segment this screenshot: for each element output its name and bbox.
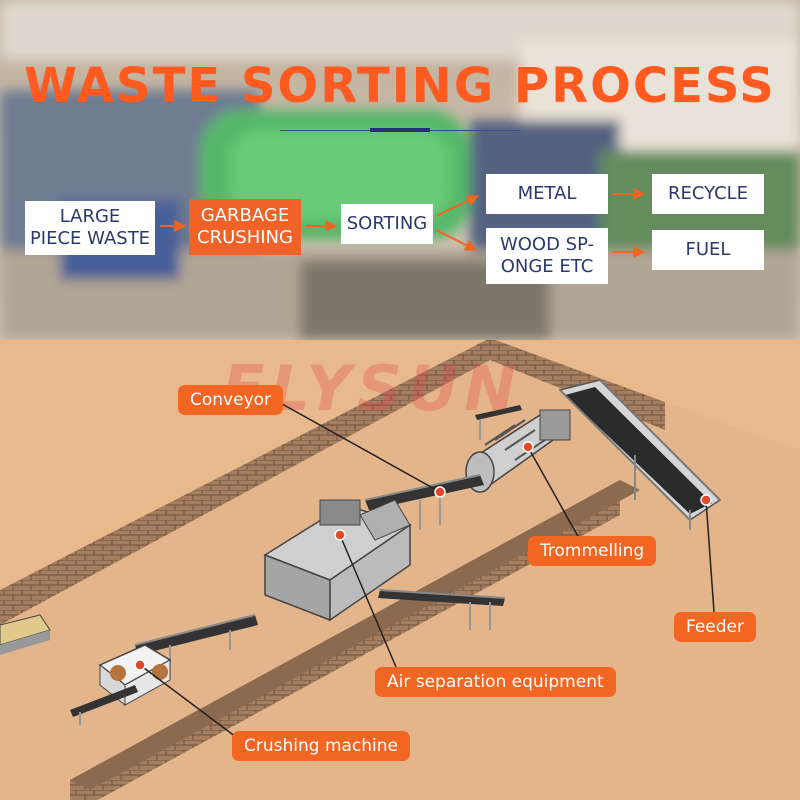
title-underline-accent [370,128,430,132]
flow-box-recycle: RECYCLE [652,174,764,214]
label-trommelling: Trommelling [528,536,657,566]
arrow-sorting-to-wood [435,229,478,251]
flow-box-garbage-crushing: GARBAGE CRUSHING [189,199,301,255]
feeder-machine [558,379,722,530]
arrow-sorting-to-metal [435,195,480,217]
label-crushing-machine: Crushing machine [232,731,411,761]
label-feeder: Feeder [674,612,757,642]
label-conveyor: Conveyor [178,385,284,415]
flow-box-large-piece-waste: LARGE PIECE WASTE [25,201,155,255]
page-title: WASTE SORTING PROCESS [24,58,776,114]
flow-box-sorting: SORTING [341,204,433,244]
conveyor-right [378,589,506,630]
flow-box-metal: METAL [486,174,608,214]
process-flow-section: WASTE SORTING PROCESS LARGE PIECE WASTE … [0,0,800,340]
flow-box-wood-sponge: WOOD SP- ONGE ETC [486,228,608,284]
conveyor-top-left [475,405,522,440]
label-air-separation: Air separation equipment [375,667,616,697]
flow-box-fuel: FUEL [652,230,764,270]
partial-machine-left [0,614,51,655]
conveyor-bottom-left [70,685,138,725]
flow-arrows [160,188,646,258]
